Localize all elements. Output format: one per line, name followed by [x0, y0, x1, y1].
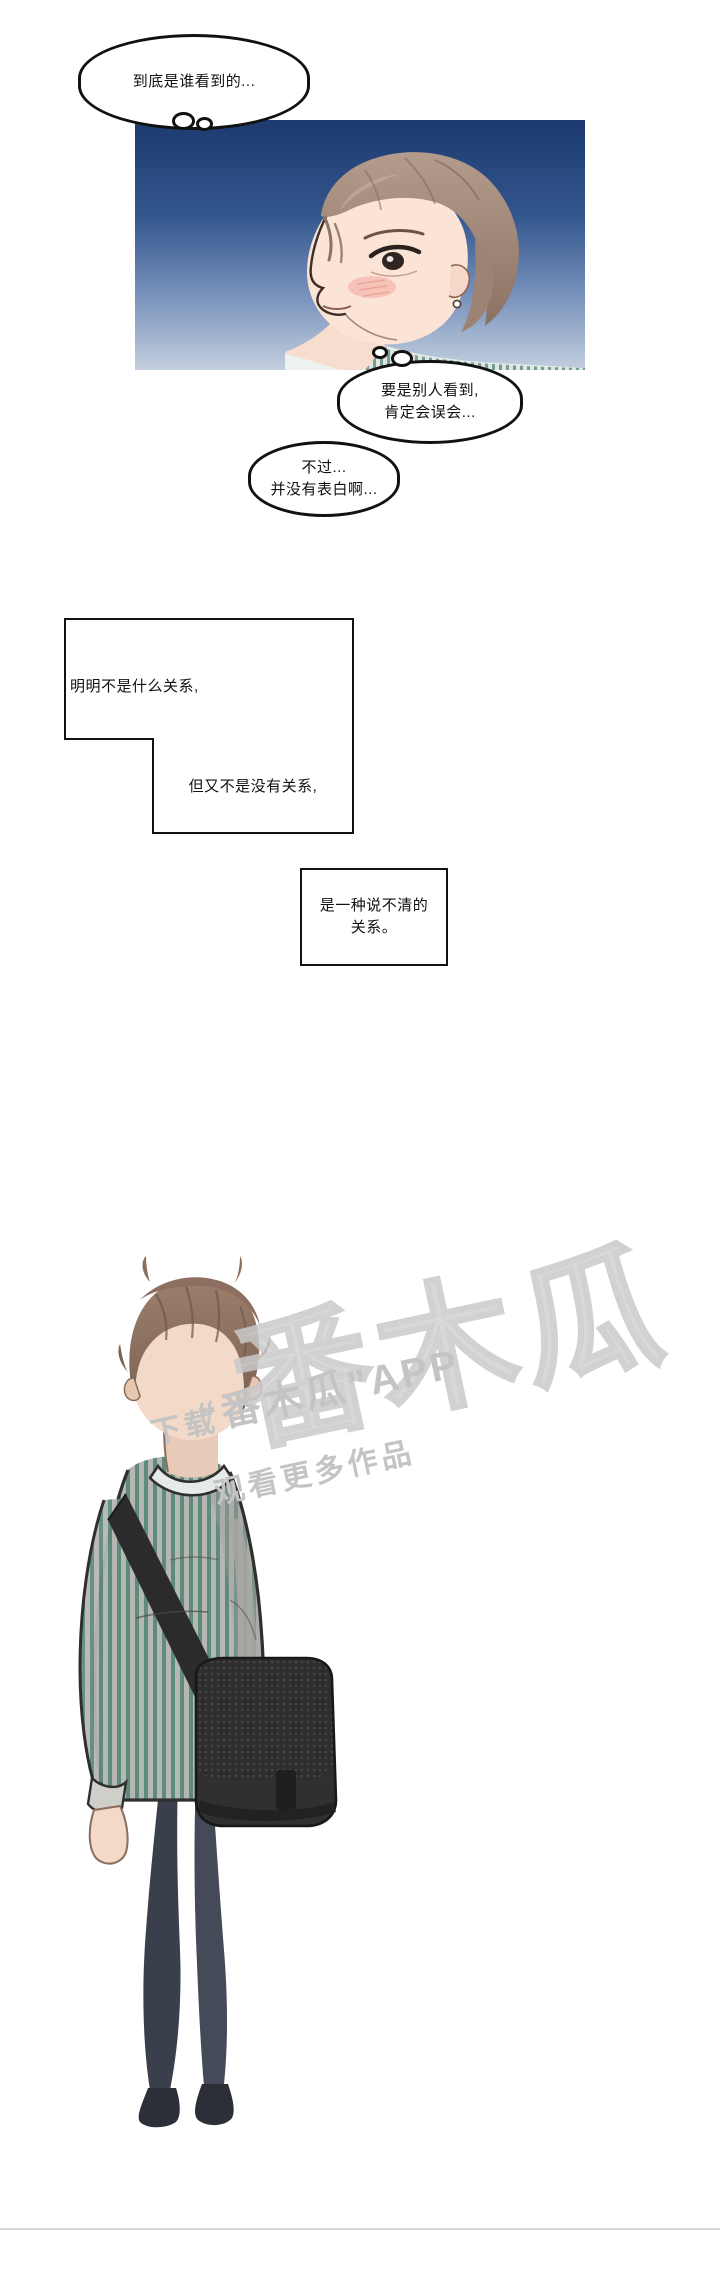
- speech-bubble-2: 要是别人看到, 肯定会误会...: [337, 360, 523, 444]
- narration-box-2: 但又不是没有关系,: [152, 738, 354, 834]
- narration-box-2-text: 但又不是没有关系,: [188, 777, 318, 795]
- narration-box-1-extension: [208, 618, 354, 740]
- speech-bubble-3-text: 不过... 并没有表白啊...: [270, 459, 378, 498]
- panel-portrait-art: [135, 120, 585, 370]
- speech-bubble-3: 不过... 并没有表白啊...: [248, 441, 400, 517]
- narration-box-3: 是一种说不清的 关系。: [300, 868, 448, 966]
- narration-box-2-shoulder: [64, 738, 154, 740]
- thought-tail-dot-2-small: [372, 346, 388, 359]
- panel-portrait: [135, 120, 585, 370]
- narration-box-3-text: 是一种说不清的 关系。: [319, 896, 429, 937]
- speech-bubble-2-text: 要是别人看到, 肯定会误会...: [381, 382, 479, 421]
- narration-box-1-text: 明明不是什么关系,: [70, 678, 199, 695]
- speech-bubble-1-text: 到底是谁看到的...: [132, 73, 256, 91]
- thought-tail-dot-large: [172, 112, 195, 130]
- thought-tail-dot-2-large: [391, 350, 413, 367]
- narration-box-1: 明明不是什么关系,: [64, 618, 210, 740]
- speech-bubble-1: 到底是谁看到的...: [78, 34, 310, 130]
- bottom-divider: [0, 2228, 720, 2230]
- thought-tail-dot-small: [196, 117, 213, 131]
- panel-walking-figure-art: [0, 1000, 720, 2230]
- panel-walking-figure: [0, 1000, 720, 2230]
